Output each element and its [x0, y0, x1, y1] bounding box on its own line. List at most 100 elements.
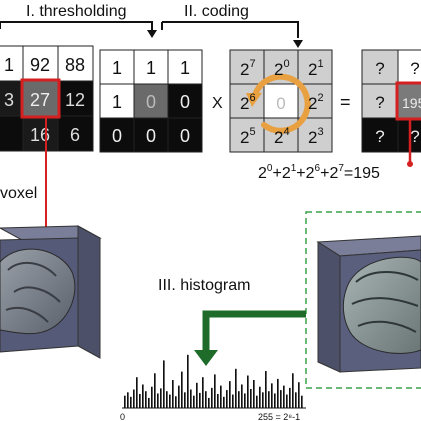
histogram-bar	[139, 394, 141, 408]
input-cell: 3	[4, 90, 14, 110]
histogram-bar	[142, 384, 144, 408]
histogram-bar	[196, 382, 198, 408]
dashed-frame	[305, 211, 421, 389]
histogram-bar	[193, 395, 195, 408]
histogram-bar	[151, 386, 153, 408]
histogram-label: III. histogram	[158, 277, 250, 294]
histogram-bar	[283, 385, 285, 408]
thresholding-arrow-head	[147, 30, 157, 38]
histogram-bar	[181, 371, 183, 408]
input-cell: 27	[30, 90, 50, 110]
weight-cell: 27	[240, 58, 256, 79]
histogram-bar	[220, 385, 222, 408]
equals-sign: =	[340, 92, 351, 112]
left-brain-slice	[0, 248, 76, 335]
binary-cell: 0	[146, 92, 156, 112]
histogram-bar	[229, 381, 231, 408]
histogram-bar	[178, 385, 180, 408]
histogram-bar	[256, 395, 258, 408]
result-cell: 195	[402, 95, 421, 111]
histogram-bars	[124, 354, 303, 408]
histogram-bar	[226, 390, 228, 408]
result-cell: ?	[375, 59, 384, 78]
input-grid: 1 92 88 3 27 12 16 6	[0, 45, 94, 152]
histogram-axis-min: 0	[120, 412, 125, 421]
histogram-bar	[289, 387, 291, 408]
histogram-bar	[124, 395, 126, 408]
histogram-bar	[244, 393, 246, 408]
input-cell: 92	[30, 55, 50, 75]
histogram-bar	[160, 388, 162, 408]
histogram-bar	[130, 396, 132, 408]
left-brain-volume	[0, 225, 102, 359]
histogram-bar	[172, 380, 174, 408]
histogram-bar	[259, 386, 261, 408]
histogram-bar	[235, 368, 237, 408]
weight-center-cell: 0	[276, 94, 285, 113]
histogram-bar	[154, 373, 156, 408]
result-cell: ?	[375, 127, 384, 146]
histogram-bar	[205, 391, 207, 408]
weight-cell: 25	[240, 126, 256, 147]
histogram-arrow	[202, 310, 306, 352]
result-pointer-dot	[407, 161, 413, 167]
histogram: 0 255 = 2⁸-1	[120, 354, 306, 421]
voxel-label: voxel	[0, 185, 37, 202]
histogram-bar	[262, 392, 264, 408]
weight-cell: 23	[308, 126, 324, 147]
result-cell: ?	[375, 93, 384, 112]
histogram-bar	[271, 383, 273, 408]
result-highlight	[395, 81, 421, 121]
binary-grid: 1 1 1 1 0 0 0 0 0	[99, 49, 203, 153]
histogram-bar	[169, 394, 171, 408]
right-brain-volume	[316, 235, 421, 373]
histogram-bar	[211, 387, 213, 408]
histogram-bar	[295, 392, 297, 408]
histogram-bar	[280, 390, 282, 408]
histogram-bar	[247, 375, 249, 408]
histogram-bar	[175, 396, 177, 408]
binary-cell: 0	[146, 126, 156, 146]
weight-grid: 27 20 21 26 0 22 25 24 23	[229, 49, 333, 153]
weight-cell: 21	[308, 58, 324, 79]
histogram-bar	[298, 382, 300, 408]
input-cell: 6	[70, 125, 80, 145]
histogram-bar	[250, 388, 252, 408]
histogram-bar	[157, 393, 159, 408]
equation: 20+21+26+27=195	[258, 163, 380, 182]
input-cell: 16	[30, 125, 50, 145]
histogram-bar	[274, 393, 276, 408]
histogram-bar	[145, 391, 147, 408]
input-cell: 1	[4, 55, 14, 75]
histogram-bar	[223, 396, 225, 408]
histogram-bar	[199, 392, 201, 408]
histogram-arrow-head	[194, 350, 218, 366]
binary-cell: 1	[112, 58, 122, 78]
binary-cell: 1	[180, 58, 190, 78]
histogram-bar	[136, 377, 138, 408]
histogram-bar	[217, 394, 219, 408]
weight-cell: 22	[308, 92, 324, 113]
histogram-bar	[166, 391, 168, 408]
histogram-bar	[265, 371, 267, 408]
histogram-bar	[163, 360, 165, 408]
result-cell: ?	[410, 59, 419, 78]
input-cell: 12	[65, 90, 85, 110]
coding-label: II. coding	[184, 3, 249, 20]
histogram-bar	[253, 380, 255, 408]
thresholding-bracket	[0, 21, 153, 30]
histogram-bar	[202, 377, 204, 408]
binary-cell: 1	[112, 92, 122, 112]
thresholding-label: I. thresholding	[26, 3, 127, 20]
weight-cell: 26	[240, 92, 256, 113]
histogram-bar	[292, 373, 294, 408]
result-cell: ?	[410, 127, 419, 146]
binary-cell: 1	[146, 58, 156, 78]
histogram-bar	[232, 394, 234, 408]
histogram-bar	[148, 397, 150, 408]
histogram-bar	[268, 391, 270, 408]
histogram-bar	[238, 391, 240, 408]
binary-cell: 0	[112, 126, 122, 146]
